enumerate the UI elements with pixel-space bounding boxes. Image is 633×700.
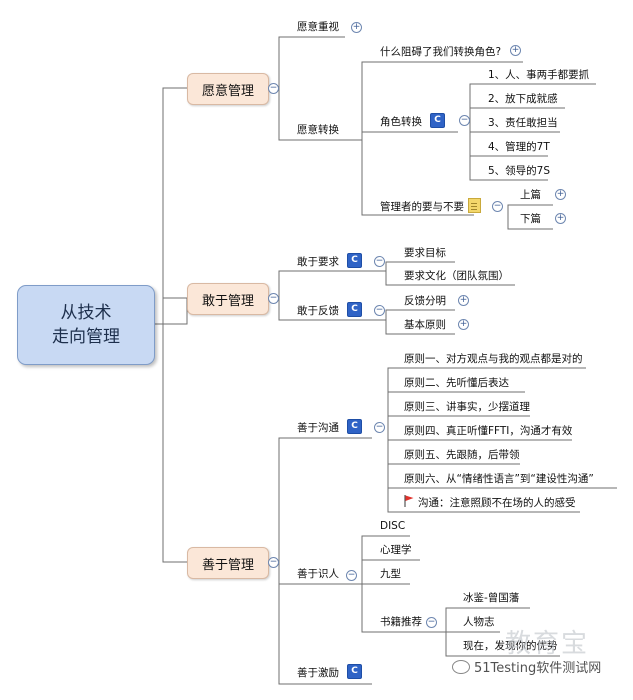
topic-willing-manage[interactable]: 愿意管理 — [187, 73, 269, 105]
dos-item[interactable]: 下篇 — [520, 213, 541, 225]
demand-item[interactable]: 要求文化（团队氛围） — [404, 270, 509, 282]
node-role-switch[interactable]: 角色转换 — [380, 116, 422, 128]
feedback-item[interactable]: 基本原则 — [404, 319, 446, 331]
node-obstacle[interactable]: 什么阻碍了我们转换角色? — [380, 46, 502, 58]
minus-circle-icon[interactable]: − — [374, 422, 385, 433]
role-item[interactable]: 3、责任敢担当 — [488, 117, 558, 129]
topic-label: 愿意管理 — [201, 83, 254, 99]
node-good-communicate[interactable]: 善于沟通 — [297, 422, 339, 434]
minus-circle-icon[interactable]: − — [374, 305, 385, 316]
book-item[interactable]: 人物志 — [463, 616, 495, 628]
principle-item[interactable]: 原则五、先跟随，后带领 — [404, 449, 520, 461]
principle-item[interactable]: 原则一、对方观点与我的观点都是对的 — [404, 353, 583, 365]
node-dare-demand[interactable]: 敢于要求 — [297, 256, 339, 268]
people-item[interactable]: 九型 — [380, 568, 401, 580]
node-willing-value[interactable]: 愿意重视 — [297, 21, 339, 33]
minus-circle-icon[interactable]: − — [268, 293, 279, 304]
document-icon[interactable] — [468, 198, 481, 213]
c-note-icon[interactable]: C — [347, 419, 362, 434]
minus-circle-icon[interactable]: − — [268, 557, 279, 568]
principle-item[interactable]: 原则二、先听懂后表达 — [404, 377, 509, 389]
node-dare-feedback[interactable]: 敢于反馈 — [297, 305, 339, 317]
minus-circle-icon[interactable]: − — [426, 617, 437, 628]
c-note-icon[interactable]: C — [347, 302, 362, 317]
c-note-icon[interactable]: C — [430, 113, 445, 128]
book-item[interactable]: 现在，发现你的优势 — [463, 640, 558, 652]
c-note-icon[interactable]: C — [347, 253, 362, 268]
node-dos-donts[interactable]: 管理者的要与不要 — [380, 201, 464, 213]
book-item[interactable]: 冰鉴-曾国藩 — [463, 592, 520, 604]
node-willing-switch[interactable]: 愿意转换 — [297, 124, 339, 136]
topic-label: 敢于管理 — [201, 293, 254, 309]
demand-item[interactable]: 要求目标 — [404, 247, 446, 259]
topic-label: 善于管理 — [201, 557, 254, 573]
plus-circle-icon[interactable]: + — [351, 22, 362, 33]
wechat-icon — [452, 660, 470, 674]
people-item[interactable]: 心理学 — [380, 544, 412, 556]
node-good-people[interactable]: 善于识人 — [297, 568, 339, 580]
node-good-motivate[interactable]: 善于激励 — [297, 667, 339, 679]
role-item[interactable]: 2、放下成就感 — [488, 93, 558, 105]
c-note-icon[interactable]: C — [347, 664, 362, 679]
root-topic[interactable]: 从技术 走向管理 — [17, 285, 155, 365]
red-flag-icon — [404, 495, 414, 507]
minus-circle-icon[interactable]: − — [459, 115, 470, 126]
topic-good-manage[interactable]: 善于管理 — [187, 547, 269, 579]
minus-circle-icon[interactable]: − — [346, 570, 357, 581]
plus-circle-icon[interactable]: + — [555, 213, 566, 224]
principle-item[interactable]: 原则三、讲事实，少摆道理 — [404, 401, 530, 413]
node-books[interactable]: 书籍推荐 — [380, 616, 422, 628]
feedback-item[interactable]: 反馈分明 — [404, 295, 446, 307]
people-item[interactable]: DISC — [380, 520, 406, 532]
root-line-2: 走向管理 — [52, 327, 120, 347]
watermark-text: 51Testing软件测试网 — [474, 661, 602, 676]
plus-circle-icon[interactable]: + — [510, 45, 521, 56]
communicate-note-item[interactable]: 沟通：注意照顾不在场的人的感受 — [418, 497, 576, 509]
minus-circle-icon[interactable]: − — [268, 83, 279, 94]
plus-circle-icon[interactable]: + — [458, 319, 469, 330]
minus-circle-icon[interactable]: − — [492, 201, 503, 212]
role-item[interactable]: 5、领导的7S — [488, 165, 551, 177]
role-item[interactable]: 4、管理的7T — [488, 141, 550, 153]
watermark-brand: 教育宝 — [505, 629, 590, 659]
principle-item[interactable]: 原则四、真正听懂FFTI，沟通才有效 — [404, 425, 573, 437]
principle-item[interactable]: 原则六、从“情绪性语言”到“建设性沟通” — [404, 473, 594, 485]
plus-circle-icon[interactable]: + — [458, 295, 469, 306]
topic-dare-manage[interactable]: 敢于管理 — [187, 283, 269, 315]
root-line-1: 从技术 — [60, 303, 112, 323]
role-item[interactable]: 1、人、事两手都要抓 — [488, 69, 590, 81]
dos-item[interactable]: 上篇 — [520, 189, 541, 201]
minus-circle-icon[interactable]: − — [374, 256, 385, 267]
plus-circle-icon[interactable]: + — [555, 189, 566, 200]
